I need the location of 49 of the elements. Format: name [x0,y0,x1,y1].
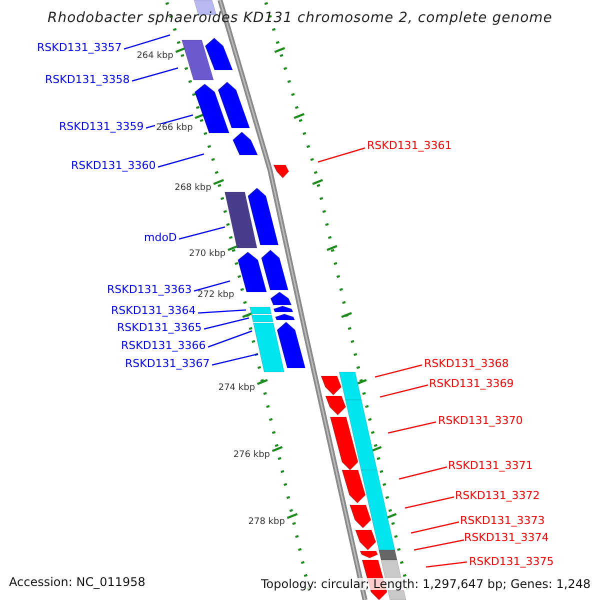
scale-label: 272 kbp [196,291,236,300]
gene-label: RSKD131_3368 [424,358,509,369]
leader-line [132,67,178,82]
leader-line [194,280,230,292]
gene-label: RSKD131_3357 [37,42,122,53]
leader-line [212,353,258,366]
gene-label: RSKD131_3365 [117,322,202,333]
accession-label: Accession: NC_011958 [9,576,146,588]
gene-label: RSKD131_3371 [448,460,533,471]
scale-label: 264 kbp [136,52,174,61]
scale-label: 270 kbp [188,250,227,259]
title: Rhodobacter sphaeroides KD131 chromosome 2, complete genome [48,11,552,25]
scale-label: 278 kbp [247,518,286,527]
gene-label: RSKD131_3358 [45,74,130,85]
leader-line [374,364,422,378]
gene-label: RSKD131_3360 [71,160,156,171]
leader-line [198,309,246,314]
leader-line [414,539,464,551]
genome-summary: Topology: circular; Length: 1,297,647 bp; Genes: 1,248 [261,578,591,590]
gene-label: RSKD131_3374 [464,532,549,543]
gene-label: RSKD131_3367 [125,358,210,369]
gene-label: mdoD [144,232,177,243]
gene-label: RSKD131_3363 [107,284,192,295]
leader-line [398,466,448,480]
leader-line [410,521,460,534]
leader-line [380,384,428,398]
scale-label: 274 kbp [217,384,256,393]
leader-line [318,147,366,163]
leader-line [124,34,170,50]
leader-line [388,421,436,434]
gene-label: RSKD131_3364 [111,305,196,316]
scale-label: 266 kbp [155,124,194,133]
leader-line [158,153,204,168]
gene-label: RSKD131_3361 [367,140,452,151]
scale-label: 268 kbp [174,184,212,193]
gene-label: RSKD131_3366 [121,340,206,351]
gene-label: RSKD131_3369 [429,378,514,389]
leader-line [204,317,250,330]
gene-label: RSKD131_3370 [438,415,523,426]
leader-line [146,114,194,129]
leader-line [178,226,226,240]
gene-label: RSKD131_3375 [469,556,554,567]
gene-label: RSKD131_3373 [460,515,545,526]
gene-label: RSKD131_3372 [455,490,540,501]
leader-line [404,496,454,509]
leader-line [208,330,252,348]
gene-label: RSKD131_3359 [59,121,144,132]
leader-line [426,561,468,568]
scale-label: 276 kbp [232,451,271,460]
